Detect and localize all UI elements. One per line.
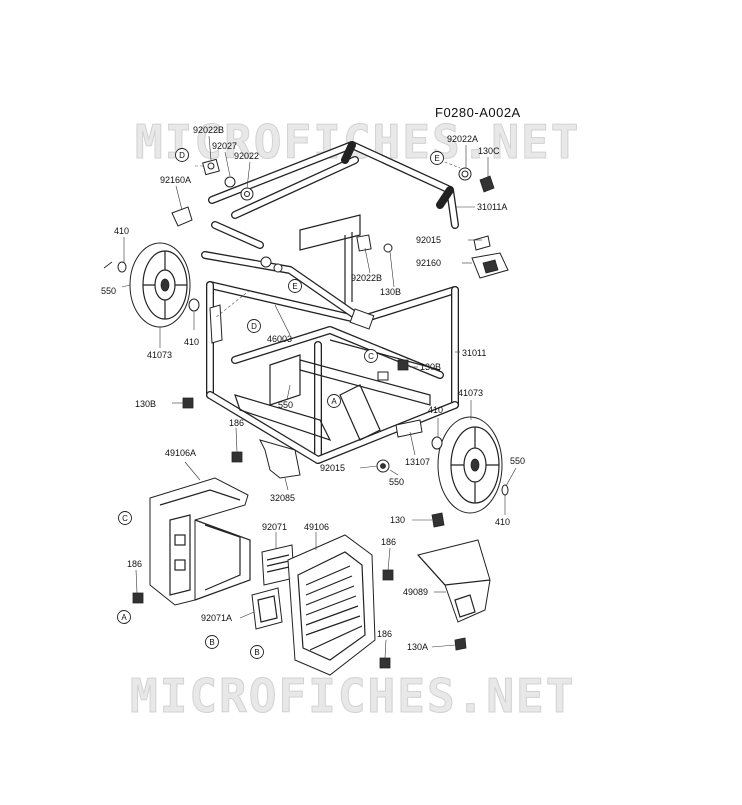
handle-46003 [201, 221, 375, 330]
part-label-92022A: 92022A [447, 134, 478, 144]
part-label-92160: 92160 [416, 258, 441, 268]
part-label-130B-a: 130B [380, 287, 401, 297]
part-label-186-a: 186 [229, 418, 244, 428]
ref-marker-e-mid: E [288, 279, 302, 293]
top-fasteners [171, 158, 509, 473]
bracket-32085 [259, 439, 301, 479]
part-label-130B-c: 130B [135, 399, 156, 409]
part-label-13107: 13107 [405, 457, 430, 467]
right-wheel [431, 416, 509, 514]
part-label-550-c: 550 [389, 477, 404, 487]
svg-text:B: B [209, 638, 214, 647]
part-label-31011: 31011 [462, 348, 486, 358]
side-cover-left [149, 477, 251, 606]
ref-marker-a-mid: A [327, 394, 341, 408]
ref-marker-c-low: C [118, 511, 132, 525]
svg-text:D: D [179, 151, 185, 160]
part-label-49089: 49089 [403, 587, 428, 597]
ref-marker-a-low: A [117, 610, 131, 624]
ref-marker-d-top: D [175, 148, 189, 162]
part-label-550-a: 550 [101, 286, 116, 296]
part-label-410-d: 410 [495, 517, 510, 527]
vent-plate-92071A [251, 587, 283, 630]
part-label-130C: 130C [478, 146, 500, 156]
svg-text:E: E [292, 282, 297, 291]
svg-text:E: E [434, 154, 439, 163]
part-label-92071: 92071 [262, 522, 287, 532]
part-label-92160A: 92160A [160, 175, 191, 185]
watermark-top: MICROFICHES.NET [135, 115, 580, 169]
front-cover [287, 534, 376, 676]
part-labels: 92022B 92027 92022 92160A 92022A 130C 31… [101, 125, 525, 652]
part-label-31011A: 31011A [477, 202, 507, 212]
part-label-92015-b: 92015 [320, 463, 345, 473]
bracket-49089 [417, 539, 491, 623]
part-label-186-d: 186 [377, 629, 392, 639]
part-label-410-b: 410 [184, 337, 199, 347]
part-label-41073-b: 41073 [458, 388, 483, 398]
part-label-130A: 130A [407, 642, 428, 652]
diagram-code: F0280-A002A [435, 105, 521, 120]
left-wheel [103, 242, 200, 328]
part-label-550-b: 550 [278, 400, 293, 410]
ref-marker-d-mid: D [247, 319, 261, 333]
part-label-92027: 92027 [212, 141, 237, 151]
part-label-32085: 32085 [270, 493, 295, 503]
watermark-bottom: MICROFICHES.NET [130, 669, 575, 723]
part-label-92015-a: 92015 [416, 235, 441, 245]
part-label-92071A: 92071A [201, 613, 232, 623]
part-label-550-d: 550 [510, 456, 525, 466]
part-label-92022B: 92022B [193, 125, 224, 135]
part-label-92022B-b: 92022B [351, 273, 382, 283]
svg-text:C: C [368, 352, 374, 361]
svg-text:A: A [121, 613, 127, 622]
part-label-410-c: 410 [428, 405, 443, 415]
part-label-49106A: 49106A [165, 448, 196, 458]
ref-marker-b-left: B [205, 635, 219, 649]
part-label-186-b: 186 [381, 537, 396, 547]
leader-lines [121, 135, 517, 659]
part-label-46003: 46003 [267, 334, 292, 344]
part-label-410-a: 410 [114, 226, 129, 236]
part-label-130: 130 [390, 515, 405, 525]
bracket-plate-left [209, 304, 223, 344]
svg-text:B: B [254, 648, 259, 657]
part-label-49106: 49106 [304, 522, 329, 532]
ref-marker-c-mid: C [364, 349, 378, 363]
part-label-130B-b: 130B [420, 362, 441, 372]
ref-marker-b-right: B [250, 645, 264, 659]
part-label-92022: 92022 [234, 151, 259, 161]
bottom-bolts [132, 512, 467, 669]
svg-text:D: D [251, 322, 257, 331]
part-label-41073-a: 41073 [147, 350, 172, 360]
svg-text:C: C [122, 514, 128, 523]
part-label-186-c: 186 [127, 559, 142, 569]
ref-marker-e-top: E [430, 151, 444, 165]
svg-text:A: A [331, 397, 337, 406]
reference-markers: D E E D C A C A B B [117, 148, 444, 659]
